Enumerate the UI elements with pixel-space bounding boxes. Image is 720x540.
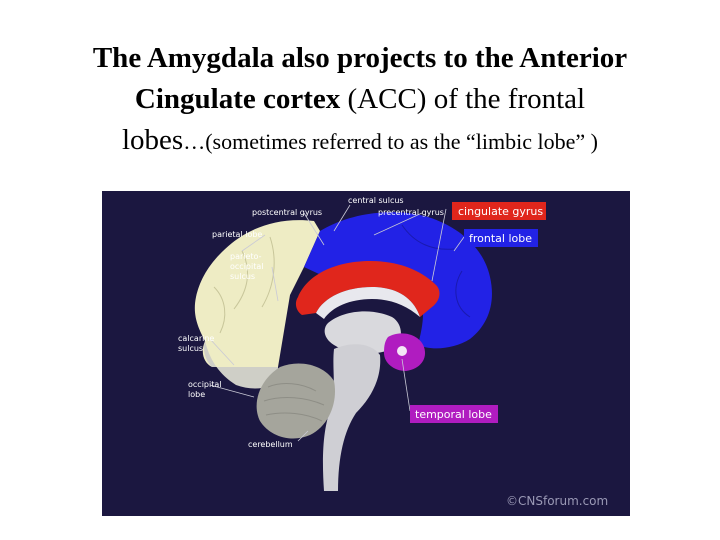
brain-diagram-figure: central sulcus postcentral gyrus precent… [102, 191, 630, 516]
title-line-2: Cingulate cortex (ACC) of the frontal [20, 81, 700, 122]
label-parieto-line-2: occipital [230, 262, 263, 271]
label-parieto-line-3: sulcus [230, 272, 255, 281]
title-text-lobes: lobes [121, 124, 184, 156]
tag-temporal-lobe-text: temporal lobe [415, 408, 492, 421]
label-occipital-line-1: occipital [188, 380, 221, 389]
label-occipital-line-2: lobe [188, 390, 205, 399]
corpus-callosum [316, 287, 420, 319]
parietal-occipital-region [194, 220, 320, 367]
slide-title: The Amygdala also projects to the Anteri… [20, 40, 700, 163]
title-line-3: lobes…(sometimes referred to as the “lim… [20, 122, 700, 163]
label-postcentral-gyrus: postcentral gyrus [252, 208, 322, 217]
tag-temporal-lobe: temporal lobe [410, 405, 498, 423]
cerebellum-region [256, 363, 335, 439]
label-calcarine-line-1: calcarine [178, 334, 214, 343]
title-text-limbic-note: …(sometimes referred to as the “limbic l… [183, 129, 598, 154]
occipital-region [203, 341, 278, 389]
tag-cingulate-gyrus-text: cingulate gyrus [458, 205, 543, 218]
label-precentral-gyrus: precentral gyrus [378, 208, 444, 217]
tag-cingulate-gyrus: cingulate gyrus [452, 202, 546, 220]
tag-frontal-lobe-text: frontal lobe [469, 232, 532, 245]
leader-lines [209, 204, 465, 442]
tag-frontal-lobe: frontal lobe [464, 229, 538, 247]
label-parieto-line-1: parieto- [230, 252, 262, 261]
label-calcarine-line-2: sulcus [178, 344, 203, 353]
thalamus-region [324, 311, 401, 354]
brainstem [322, 344, 381, 491]
frontal-lobe-region [304, 212, 492, 349]
brain-diagram-svg: central sulcus postcentral gyrus precent… [178, 196, 608, 508]
amygdala-highlight [397, 346, 407, 356]
label-cerebellum: cerebellum [248, 440, 293, 449]
cingulate-gyrus-region [295, 261, 440, 317]
title-line-1: The Amygdala also projects to the Anteri… [20, 40, 700, 81]
frontal-folds [401, 224, 471, 318]
label-central-sulcus: central sulcus [348, 196, 404, 205]
label-parietal-lobe: parietal lobe [212, 230, 262, 239]
title-text-bold-1: The Amygdala also projects to the Anteri… [92, 42, 628, 74]
cerebellum-folds [263, 383, 325, 422]
copyright-text: ©CNSforum.com [506, 494, 608, 508]
title-text-normal-2: (ACC) of the frontal [340, 83, 586, 115]
title-text-bold-2: Cingulate cortex [134, 83, 341, 115]
